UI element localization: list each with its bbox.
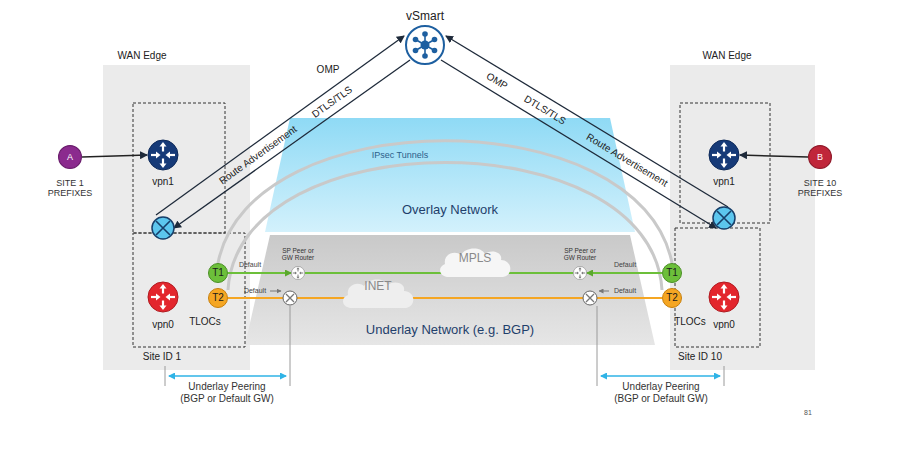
edge-label: Route Advertisement <box>217 123 299 186</box>
tloc-node: T1 <box>208 263 228 283</box>
router-node: vpn1 <box>147 139 179 171</box>
peer-router-node: SP Peer or GW Router <box>291 266 305 280</box>
controller-node: vSmart <box>405 25 445 65</box>
gateway-router-icon <box>583 291 597 305</box>
edge-label: DTLS/TLS <box>310 84 355 121</box>
tloc-node: T2 <box>662 288 682 308</box>
tloc-label: T1 <box>212 267 224 279</box>
tloc-group-label: TLOCs <box>674 316 706 328</box>
panel-heading: WAN Edge <box>117 50 166 62</box>
mpls-cloud: MPLS <box>435 246 515 280</box>
vpn-label: vpn1 <box>152 176 174 188</box>
peer-label: SP Peer or GW Router <box>278 247 318 262</box>
overlay-network-band: Overlay Network <box>265 118 635 232</box>
panel-heading: WAN Edge <box>702 50 751 62</box>
tloc-label: T2 <box>666 292 678 304</box>
connector <box>446 36 728 207</box>
default-route-arrow <box>270 291 281 292</box>
tloc-label: T1 <box>666 267 678 279</box>
connector <box>305 272 573 274</box>
leader-line <box>597 306 598 386</box>
leader-line <box>724 366 725 386</box>
connector <box>156 36 404 215</box>
wan-edge-panel: WAN EdgeSite ID 1vpn1vpn0T1T2 <box>103 65 250 370</box>
inet-cloud: INET <box>338 277 418 311</box>
router-node: vpn0 <box>708 281 740 313</box>
peering-note: Underlay Peering (BGP or Default GW) <box>610 381 713 404</box>
leader-line <box>290 306 291 386</box>
tloc-group-label: TLOCs <box>189 316 221 328</box>
site-prefixes: SITE 1 PREFIXES <box>42 178 98 199</box>
router-icon <box>573 266 587 280</box>
x-connector <box>713 207 735 229</box>
peering-note: Underlay Peering (BGP or Default GW) <box>176 381 279 404</box>
router-node: vpn0 <box>147 281 179 313</box>
vpn-label: vpn0 <box>152 319 174 331</box>
site-prefix-node: ASITE 1 PREFIXES <box>58 145 82 169</box>
leader-line <box>165 366 166 386</box>
site-id: Site ID 1 <box>143 351 181 363</box>
connector <box>228 163 662 291</box>
dimension-arrow <box>601 375 720 377</box>
default-route-arrow <box>599 291 609 292</box>
edge-label: Route Advertisement <box>584 131 669 189</box>
wan-edge-panel <box>670 65 815 370</box>
peer-router-node: SP Peer or GW Router <box>573 266 587 280</box>
router-icon <box>147 139 179 171</box>
x-connector <box>152 217 174 239</box>
protocol-label: OMP <box>317 64 340 76</box>
underlay-network-band: Underlay Network (e.g. BGP) MPLS INET SP Pe… <box>245 235 655 345</box>
default-route-label: Default <box>244 287 266 295</box>
dashed-box <box>133 103 225 233</box>
overlay-band <box>265 118 635 232</box>
tloc-label: T2 <box>212 292 224 304</box>
controller-icon <box>405 25 445 65</box>
connector <box>174 60 410 228</box>
vpn-label: vpn0 <box>713 319 735 331</box>
router-icon <box>708 281 740 313</box>
tloc-node: T2 <box>208 288 228 308</box>
gateway-router-icon <box>283 291 297 305</box>
cloud-label: INET <box>364 280 391 294</box>
tloc-node: T1 <box>662 263 682 283</box>
band-label: Overlay Network <box>402 203 498 218</box>
wan-edge-panel: WAN EdgeSite ID 10vpn1T1T2vpn0 <box>670 65 815 370</box>
site-letter: B <box>817 152 823 162</box>
connector <box>740 155 808 157</box>
router-icon <box>291 266 305 280</box>
edge-label: DTLS/TLS <box>522 93 568 127</box>
page-number: 81 <box>804 409 812 417</box>
site-id: Site ID 10 <box>678 351 722 363</box>
dimension-arrow <box>169 375 286 377</box>
default-route-label: Default <box>614 287 636 295</box>
band-label: Underlay Network (e.g. BGP) <box>366 323 534 338</box>
connector <box>82 155 147 157</box>
edge-label: Default <box>239 261 261 269</box>
connector <box>587 272 662 274</box>
router-icon <box>147 281 179 313</box>
controller-label: vSmart <box>406 10 444 24</box>
site-prefix-node: BSITE 10 PREFIXES <box>808 145 832 169</box>
tunnel-label: IPsec Tunnels <box>372 150 429 160</box>
dashed-box <box>675 228 760 347</box>
wan-edge-panel <box>103 65 250 370</box>
site-letter: A <box>67 152 73 162</box>
edge-label: Default <box>614 261 636 269</box>
connector <box>228 272 291 274</box>
router-icon <box>708 139 740 171</box>
cloud-label: MPLS <box>459 252 492 266</box>
vpn-label: vpn1 <box>713 176 735 188</box>
underlay-band <box>245 235 655 345</box>
peer-label: SP Peer or GW Router <box>560 247 600 262</box>
router-node: vpn1 <box>708 139 740 171</box>
site-prefixes: SITE 10 PREFIXES <box>789 178 851 199</box>
protocol-label: OMP <box>484 70 509 92</box>
